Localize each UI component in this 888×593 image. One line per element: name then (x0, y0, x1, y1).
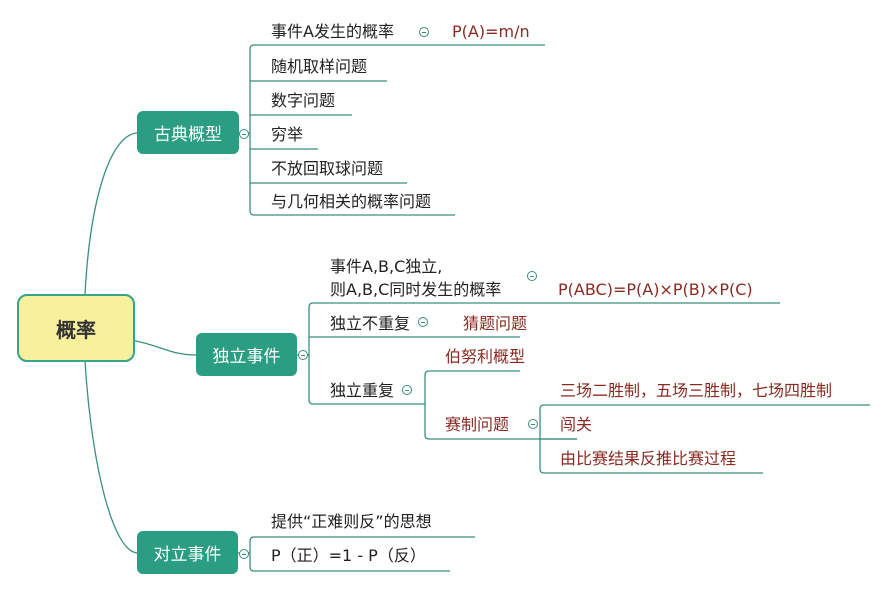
item-number[interactable]: 数字问题 (271, 91, 336, 110)
item-enumeration[interactable]: 穷举 (271, 125, 304, 144)
connector-root-opposite (84, 359, 138, 554)
item-geometry[interactable]: 与几何相关的概率问题 (271, 192, 432, 211)
node-independent[interactable]: 独立事件 (196, 333, 297, 376)
root-node[interactable]: 概率 (17, 294, 135, 362)
item-random-sampling[interactable]: 随机取样问题 (271, 57, 368, 76)
intro-line2[interactable]: 则A,B,C同时发生的概率 (330, 280, 502, 299)
node-opposite[interactable]: 对立事件 (137, 531, 238, 574)
item-pass-levels[interactable]: 闯关 (560, 415, 593, 434)
collapse-icon[interactable] (402, 385, 412, 395)
item-event-a-probability[interactable]: 事件A发生的概率 (271, 22, 394, 41)
collapse-icon[interactable] (239, 549, 249, 559)
item-reverse-inference[interactable]: 由比赛结果反推比赛过程 (560, 449, 737, 468)
connector-root-classical (84, 132, 138, 295)
collapse-icon[interactable] (419, 27, 429, 37)
item-repeat[interactable]: 独立重复 (330, 381, 395, 400)
item-no-replacement[interactable]: 不放回取球问题 (271, 159, 384, 178)
formula-pa[interactable]: P(A)=m/n (452, 22, 530, 41)
connector-root-independent (130, 339, 197, 356)
collapse-icon[interactable] (527, 271, 537, 281)
node-classical[interactable]: 古典概型 (137, 111, 239, 154)
item-competition[interactable]: 赛制问题 (445, 415, 510, 434)
item-reverse-thinking[interactable]: 提供“正难则反”的思想 (271, 512, 432, 531)
item-complement-formula[interactable]: P（正）=1 - P（反） (271, 546, 426, 565)
item-formats[interactable]: 三场二胜制，五场三胜制，七场四胜制 (560, 381, 833, 400)
item-no-repeat[interactable]: 独立不重复 (330, 314, 411, 333)
formula-pabc[interactable]: P(ABC)=P(A)×P(B)×P(C) (558, 280, 753, 299)
intro-line1[interactable]: 事件A,B,C独立, (330, 257, 443, 276)
collapse-icon[interactable] (418, 317, 428, 327)
item-guessing[interactable]: 猜题问题 (463, 314, 528, 333)
item-bernoulli[interactable]: 伯努利概型 (445, 347, 526, 366)
collapse-icon[interactable] (528, 419, 538, 429)
collapse-icon[interactable] (239, 129, 249, 139)
collapse-icon[interactable] (298, 350, 308, 360)
